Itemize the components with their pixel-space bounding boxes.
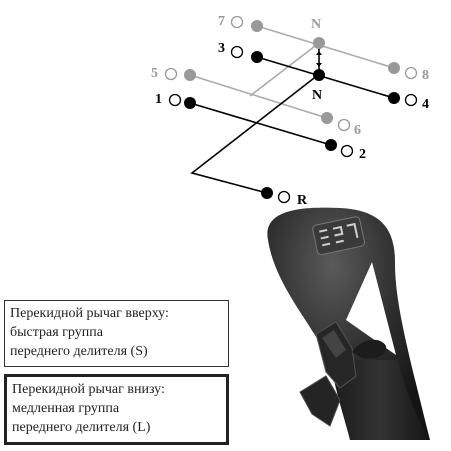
gear-5-position: 5 [151, 66, 196, 81]
lever-up-line-2: быстрая группа [10, 325, 103, 340]
gear-7-position: 7 [218, 14, 263, 32]
lever-up-line-1: Перекидной рычаг вверху: [10, 306, 169, 321]
lever-down-line-1: Перекидной рычаг внизу: [12, 382, 165, 397]
lever-down-note: Перекидной рычаг внизу: медленная группа… [4, 374, 229, 445]
neutral-toggle-arrow-icon [316, 51, 322, 67]
gear-8-position: 8 [388, 62, 429, 83]
lever-up-line-3: переднего делителя (S) [10, 344, 148, 359]
gear-6-label: 6 [354, 123, 361, 138]
gear-3-position: 3 [218, 41, 263, 63]
neutral-bottom-label: N [312, 88, 322, 103]
reverse-label: R [297, 193, 308, 208]
knob-marking [312, 216, 365, 256]
gear-8-label: 8 [422, 68, 429, 83]
neutral-top-label: N [311, 17, 321, 32]
gear-3-label: 3 [218, 41, 225, 56]
gear-4-position: 4 [388, 92, 429, 112]
neutral-slow-dot [313, 69, 325, 81]
reverse-position: R [261, 187, 308, 208]
slow-range-lines [189, 48, 395, 194]
gear-1-position: 1 [155, 92, 196, 109]
neutral-fast-dot [313, 37, 325, 49]
lever-down-line-3: переднего делителя (L) [12, 420, 151, 435]
gear-7-label: 7 [218, 14, 225, 29]
fast-range-lines [189, 25, 395, 119]
range-flip-lever [315, 321, 387, 389]
gear-2-position: 2 [325, 139, 366, 162]
gear-shift-knob-icon [267, 207, 430, 440]
lever-up-note: Перекидной рычаг вверху: быстрая группа … [4, 300, 229, 367]
gear-2-label: 2 [359, 147, 366, 162]
gear-5-label: 5 [151, 66, 158, 81]
gear-1-label: 1 [155, 92, 162, 107]
lever-down-line-2: медленная группа [12, 401, 120, 416]
gear-4-label: 4 [422, 97, 429, 112]
gear-6-position: 6 [321, 112, 361, 138]
